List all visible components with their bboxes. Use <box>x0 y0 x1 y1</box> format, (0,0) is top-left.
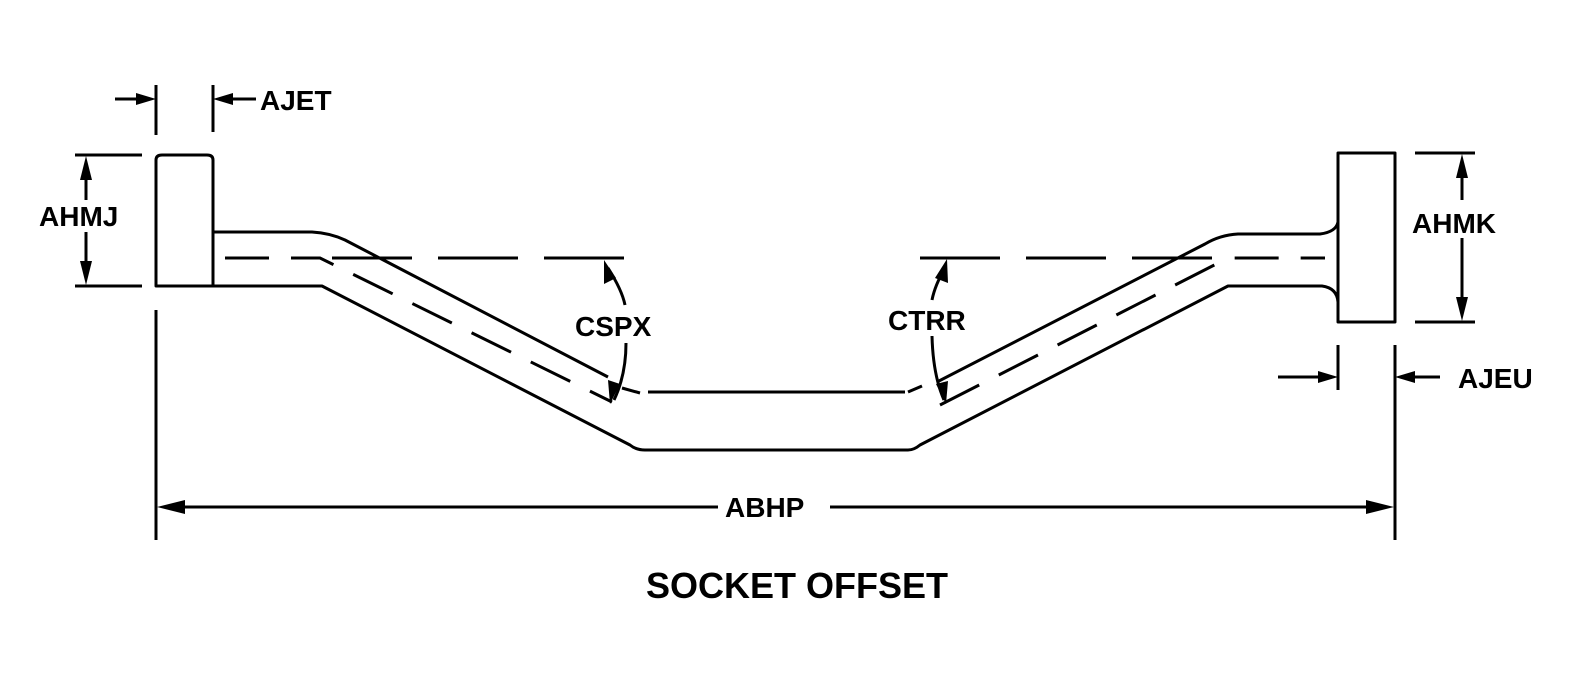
ajet-label: AJET <box>260 85 332 116</box>
left-socket-head <box>154 153 215 288</box>
shaft-upper-right <box>936 221 1340 384</box>
dimension-ajet: AJET <box>115 85 332 135</box>
centerline-dash-r <box>907 384 923 394</box>
centerline-dash-l <box>621 386 641 395</box>
dimension-ahmj: AHMJ <box>39 153 142 288</box>
dimension-ahmk: AHMK <box>1412 151 1496 324</box>
shaft-lower <box>213 284 1340 452</box>
socket-body <box>154 151 1397 452</box>
diagram-title: SOCKET OFFSET <box>646 565 948 606</box>
centerline-right <box>939 256 1325 407</box>
cspx-label: CSPX <box>575 311 652 342</box>
dimension-ctrr: CTRR <box>888 259 966 404</box>
ahmj-label: AHMJ <box>39 201 118 232</box>
ahmk-label: AHMK <box>1412 208 1496 239</box>
centerline-left <box>225 256 613 404</box>
ctrr-label: CTRR <box>888 305 966 336</box>
dimension-cspx: CSPX <box>575 260 652 404</box>
right-socket-head <box>1336 151 1397 324</box>
dimension-abhp: ABHP <box>154 310 1397 540</box>
ajeu-label: AJEU <box>1458 363 1533 394</box>
shaft-upper-left <box>213 230 609 379</box>
dimension-ajeu: AJEU <box>1278 345 1533 394</box>
abhp-label: ABHP <box>725 492 804 523</box>
